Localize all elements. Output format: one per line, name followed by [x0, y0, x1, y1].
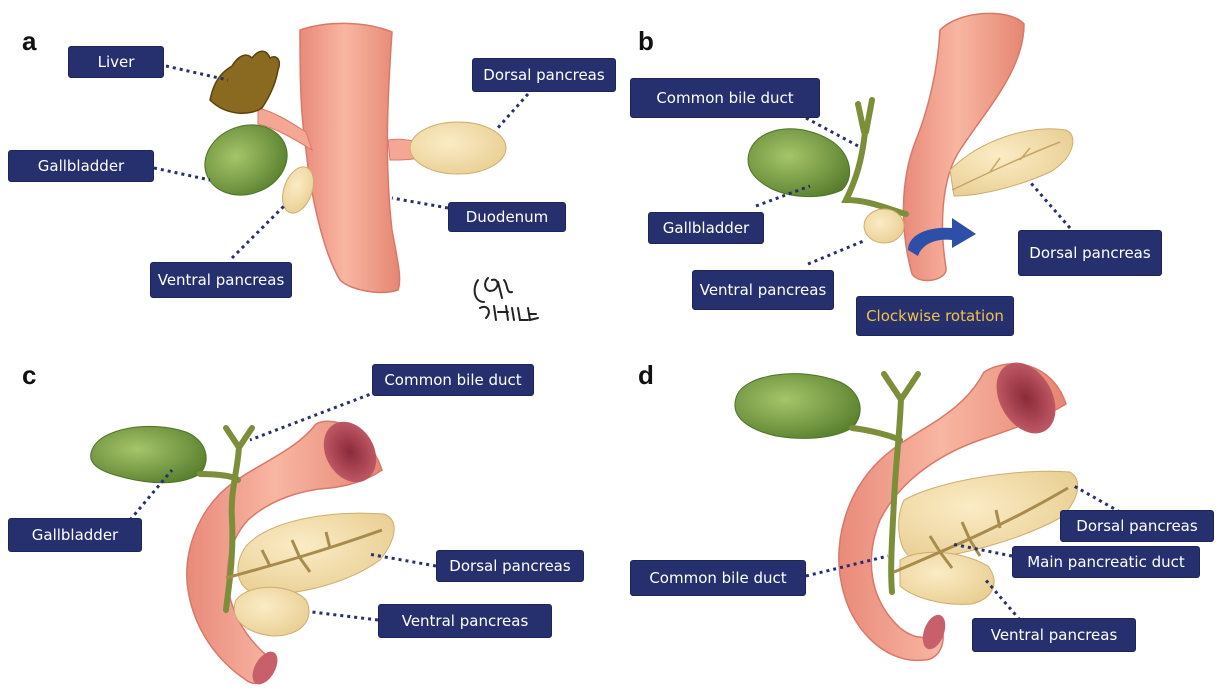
leader-b-ventral	[808, 240, 866, 264]
label-a-duodenum: Duodenum	[448, 202, 566, 232]
label-c-dorsal-pancreas: Dorsal pancreas	[436, 550, 584, 582]
label-b-ventral-pancreas: Ventral pancreas	[692, 270, 834, 310]
label-a-liver: Liver	[68, 46, 164, 78]
leader-a-duodenum	[392, 198, 448, 208]
leader-a-dorsal	[496, 94, 528, 130]
panel-b-letter: b	[638, 28, 654, 54]
label-c-gallbladder: Gallbladder	[8, 518, 142, 552]
panel-d-letter: d	[638, 362, 654, 388]
label-b-common-bile-duct: Common bile duct	[630, 78, 820, 118]
leader-a-gallbladder	[154, 168, 210, 180]
panel-d-drawing	[735, 352, 1078, 660]
panel-a-duodenum	[300, 23, 400, 292]
leader-b-dorsal	[1030, 182, 1070, 228]
label-b-clockwise-rotation: Clockwise rotation	[856, 296, 1014, 336]
label-a-gallbladder: Gallbladder	[8, 150, 154, 182]
panel-a-liver-bud	[210, 51, 279, 113]
label-b-gallbladder: Gallbladder	[648, 212, 764, 244]
panel-b-bile-duct	[846, 100, 906, 214]
label-a-ventral-pancreas: Ventral pancreas	[150, 262, 292, 298]
label-d-main-pancreatic-duct: Main pancreatic duct	[1012, 546, 1200, 578]
leader-c-ventral	[312, 612, 378, 620]
panel-c-gallbladder	[91, 426, 207, 482]
panel-a-dorsal-pancreas	[410, 122, 506, 174]
label-c-common-bile-duct: Common bile duct	[372, 364, 534, 396]
leader-a-ventral	[232, 206, 284, 258]
label-d-ventral-pancreas: Ventral pancreas	[972, 618, 1136, 652]
panel-a-letter: a	[22, 28, 36, 54]
artist-signature	[468, 268, 548, 326]
panel-c-dorsal-pancreas	[238, 513, 394, 594]
label-d-dorsal-pancreas: Dorsal pancreas	[1060, 510, 1214, 542]
panel-a-drawing	[195, 23, 506, 292]
panel-b-ventral-pancreas	[864, 209, 904, 243]
label-c-ventral-pancreas: Ventral pancreas	[378, 604, 552, 638]
panel-c-ventral-pancreas	[234, 587, 309, 636]
panel-d-gallbladder	[735, 374, 860, 439]
leader-d-dorsal	[1074, 486, 1120, 512]
label-d-common-bile-duct: Common bile duct	[630, 560, 806, 596]
label-b-dorsal-pancreas: Dorsal pancreas	[1018, 230, 1162, 276]
panel-c-letter: c	[22, 362, 36, 388]
label-a-dorsal-pancreas: Dorsal pancreas	[472, 58, 616, 92]
panel-b-gallbladder	[748, 129, 850, 197]
